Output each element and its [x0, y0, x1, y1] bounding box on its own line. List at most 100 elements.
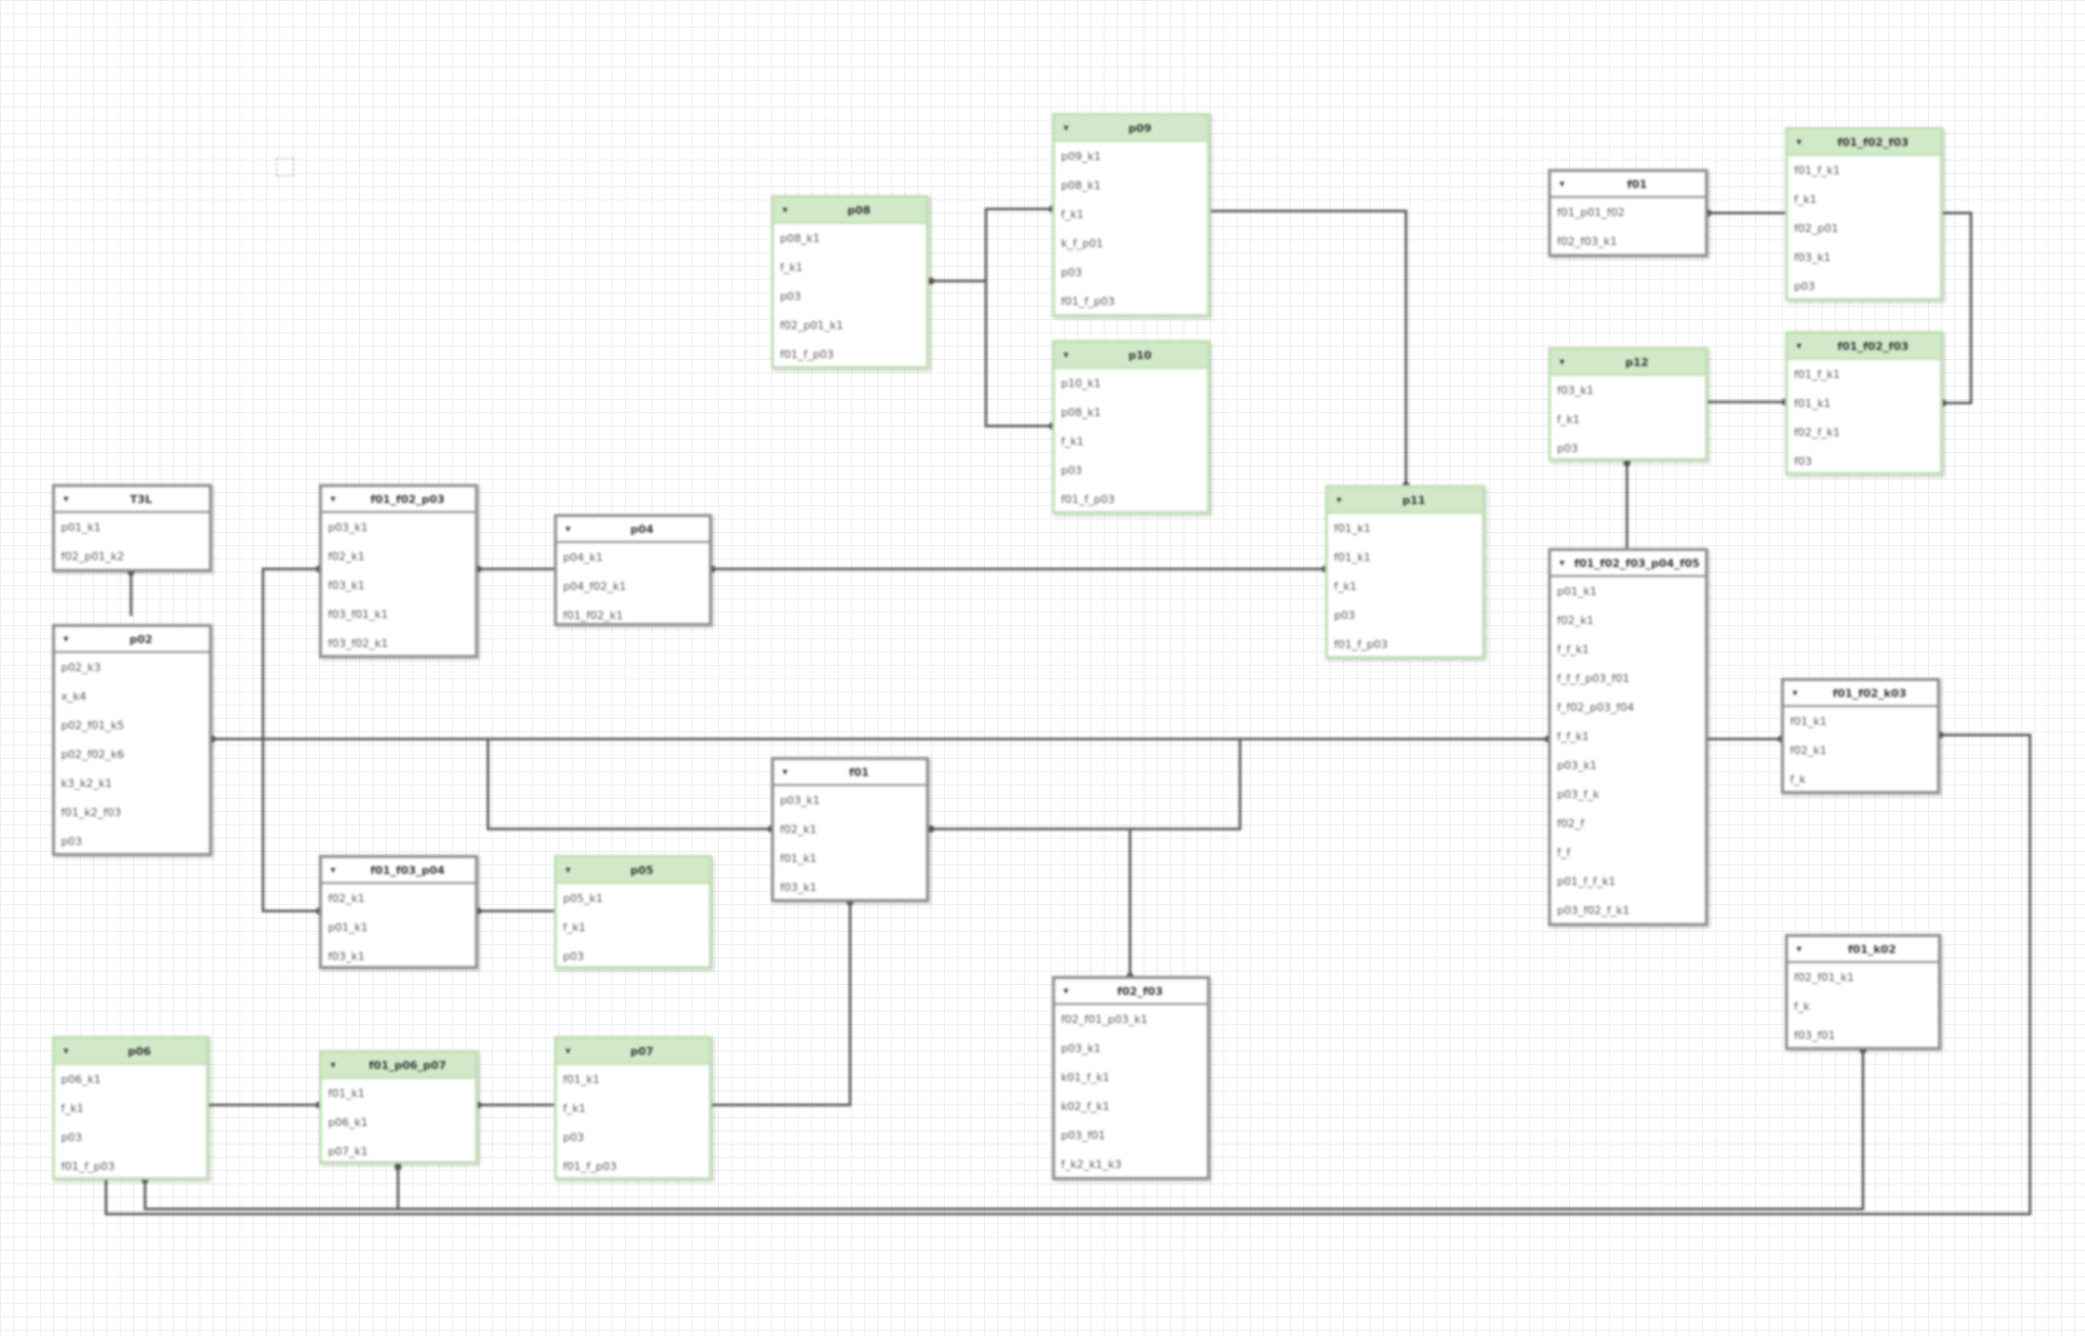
collapse-toggle-icon[interactable]: ▾: [1792, 687, 1798, 699]
collapse-toggle-icon[interactable]: ▾: [63, 493, 69, 505]
entity-field-row[interactable]: f03_f01: [1794, 1029, 1836, 1042]
collapse-toggle-icon[interactable]: ▾: [565, 864, 571, 876]
entity-field-row[interactable]: p06_k1: [61, 1073, 101, 1086]
entity-field-row[interactable]: p06_k1: [328, 1116, 368, 1129]
entity-table-header[interactable]: ▾f01: [1551, 172, 1705, 198]
entity-field-row[interactable]: f03_k1: [1794, 251, 1831, 264]
entity-field-row[interactable]: p04_f02_k1: [563, 580, 627, 593]
collapse-toggle-icon[interactable]: ▾: [1796, 943, 1802, 955]
entity-field-row[interactable]: p01_f_f_k1: [1557, 875, 1616, 888]
entity-field-row[interactable]: f_f_k1: [1557, 730, 1590, 743]
collapse-toggle-icon[interactable]: ▾: [1796, 136, 1802, 148]
entity-field-row[interactable]: p02_f01_k5: [61, 719, 125, 732]
entity-field-row[interactable]: f_f: [1557, 846, 1571, 859]
collapse-toggle-icon[interactable]: ▾: [1336, 494, 1342, 506]
entity-field-row[interactable]: f01_k1: [780, 852, 817, 865]
entity-field-row[interactable]: f_f_f_p03_f01: [1557, 672, 1630, 685]
entity-table-header[interactable]: ▾p06: [55, 1039, 206, 1065]
entity-field-row[interactable]: p08_k1: [780, 232, 820, 245]
entity-field-row[interactable]: p01_k1: [328, 921, 368, 934]
entity-field-row[interactable]: f01_k2_f03: [61, 806, 122, 819]
collapse-toggle-icon[interactable]: ▾: [1063, 349, 1069, 361]
entity-field-row[interactable]: f01_p01_f02: [1557, 206, 1625, 219]
entity-table-header[interactable]: ▾f01: [774, 760, 926, 786]
entity-field-row[interactable]: p03_k1: [1061, 1042, 1101, 1055]
entity-table-header[interactable]: ▾p09: [1055, 116, 1207, 142]
entity-field-row[interactable]: p03: [1334, 609, 1355, 622]
entity-field-row[interactable]: f01_f_p03: [780, 348, 834, 361]
entity-table-header[interactable]: ▾f02_f03: [1055, 979, 1207, 1005]
entity-table-header[interactable]: ▾p12: [1551, 350, 1705, 376]
collapse-toggle-icon[interactable]: ▾: [1063, 122, 1069, 134]
entity-field-row[interactable]: f_k1: [780, 261, 803, 274]
entity-field-row[interactable]: f01_f_p03: [1334, 638, 1388, 651]
entity-field-row[interactable]: f02_f: [1557, 817, 1585, 830]
entity-table-header[interactable]: ▾p04: [557, 517, 709, 543]
entity-field-row[interactable]: f02_p01_k1: [780, 319, 844, 332]
entity-field-row[interactable]: f01_f_p03: [1061, 493, 1115, 506]
entity-field-row[interactable]: k02_f_k1: [1061, 1100, 1110, 1113]
entity-field-row[interactable]: f01_f02_k1: [563, 609, 624, 622]
entity-field-row[interactable]: p01_k1: [1557, 585, 1597, 598]
entity-field-row[interactable]: k01_f_k1: [1061, 1071, 1110, 1084]
entity-field-row[interactable]: p07_k1: [328, 1145, 368, 1158]
entity-field-row[interactable]: f03_k1: [328, 950, 365, 963]
entity-field-row[interactable]: f_k: [1794, 1000, 1810, 1013]
entity-field-row[interactable]: f_k1: [563, 921, 586, 934]
collapse-toggle-icon[interactable]: ▾: [782, 204, 788, 216]
entity-field-row[interactable]: f01_f_p03: [61, 1160, 115, 1173]
entity-field-row[interactable]: f03_f01_k1: [328, 608, 389, 621]
collapse-toggle-icon[interactable]: ▾: [1559, 178, 1565, 190]
entity-table-t10[interactable]: ▾p08 p08_k1 f_k1 p03 f02_p01_k1 f01_f_p03: [771, 195, 929, 369]
collapse-toggle-icon[interactable]: ▾: [330, 1059, 336, 1071]
entity-field-row[interactable]: f02_f01_k1: [1794, 971, 1855, 984]
entity-field-row[interactable]: p03: [1061, 266, 1082, 279]
entity-field-row[interactable]: p01_k1: [61, 521, 101, 534]
entity-table-t16[interactable]: ▾f01 f01_p01_f02 f02_f03_k1: [1548, 169, 1708, 257]
entity-field-row[interactable]: f02_f03_k1: [1557, 235, 1618, 248]
entity-field-row[interactable]: p08_k1: [1061, 406, 1101, 419]
entity-field-row[interactable]: p05_k1: [563, 892, 603, 905]
entity-field-row[interactable]: f02_k1: [328, 550, 365, 563]
entity-field-row[interactable]: f_k1: [1794, 193, 1817, 206]
entity-field-row[interactable]: f01_f_k1: [1794, 368, 1841, 381]
entity-field-row[interactable]: f02_p01: [1794, 222, 1839, 235]
entity-field-row[interactable]: p03_k1: [1557, 759, 1597, 772]
entity-table-header[interactable]: ▾p08: [774, 198, 926, 224]
entity-field-row[interactable]: f_k1: [1334, 580, 1357, 593]
collapse-toggle-icon[interactable]: ▾: [782, 766, 788, 778]
entity-field-row[interactable]: f_k1: [1557, 413, 1580, 426]
collapse-toggle-icon[interactable]: ▾: [1063, 985, 1069, 997]
entity-field-row[interactable]: f_k1: [1061, 208, 1084, 221]
entity-field-row[interactable]: f_f02_p03_f04: [1557, 701, 1635, 714]
entity-table-header[interactable]: ▾p10: [1055, 343, 1207, 369]
entity-field-row[interactable]: f01_f_k1: [1794, 164, 1841, 177]
collapse-toggle-icon[interactable]: ▾: [565, 1045, 571, 1057]
entity-table-header[interactable]: ▾f01_f02_f03_p04_f05: [1551, 551, 1705, 577]
entity-field-row[interactable]: p09_k1: [1061, 150, 1101, 163]
entity-table-header[interactable]: ▾f01_f02_f03: [1788, 130, 1940, 156]
entity-field-row[interactable]: f03_k1: [780, 881, 817, 894]
entity-field-row[interactable]: f02_f_k1: [1794, 426, 1841, 439]
entity-field-row[interactable]: f_k1: [563, 1102, 586, 1115]
entity-field-row[interactable]: p03_f01: [1061, 1129, 1106, 1142]
entity-table-header[interactable]: ▾f01_f02_f03: [1788, 334, 1940, 360]
entity-field-row[interactable]: p03: [780, 290, 801, 303]
entity-field-row[interactable]: f02_k1: [328, 892, 365, 905]
entity-table-header[interactable]: ▾p11: [1328, 488, 1482, 514]
entity-field-row[interactable]: f02_k1: [1790, 744, 1827, 757]
entity-field-row[interactable]: f01_f_p03: [1061, 295, 1115, 308]
entity-field-row[interactable]: p02_k3: [61, 661, 101, 674]
